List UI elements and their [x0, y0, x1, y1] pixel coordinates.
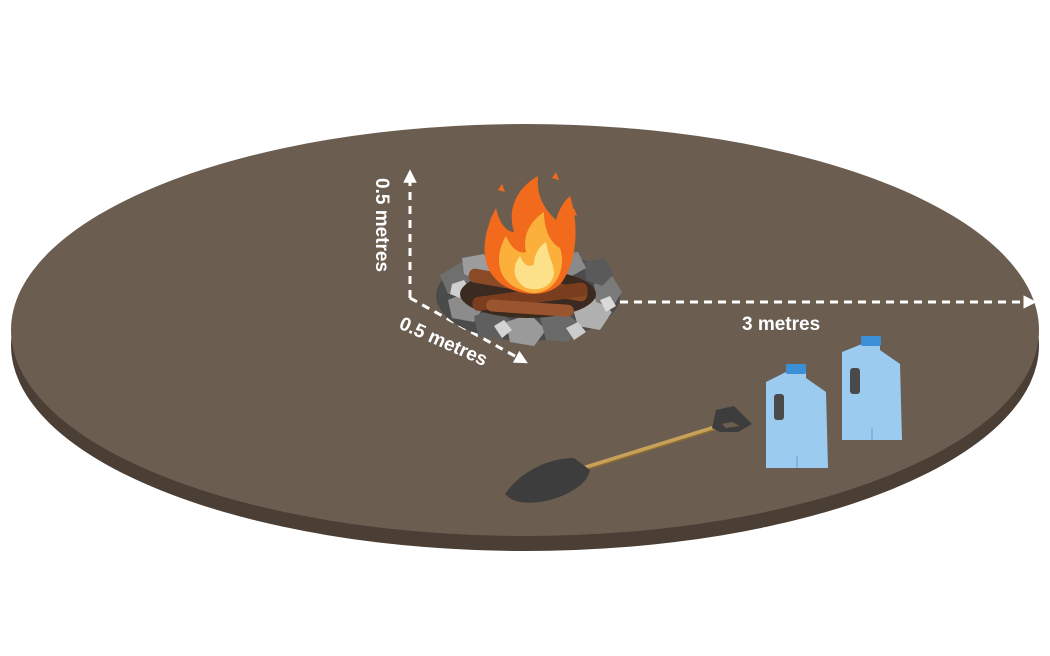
flames [484, 172, 577, 294]
depth-arrow [409, 296, 528, 364]
water-bottle-icon [766, 364, 828, 468]
clearance-label: 3 metres [742, 314, 820, 335]
water-bottle-icon [842, 336, 902, 440]
shovel-handle [582, 425, 717, 471]
shovel-grip [712, 406, 752, 432]
height-label: 0.5 metres [371, 178, 392, 272]
shovel-icon [505, 406, 752, 503]
shovel-blade [505, 458, 590, 503]
measurement-lines [403, 169, 1037, 364]
campfire-icon [436, 172, 622, 346]
